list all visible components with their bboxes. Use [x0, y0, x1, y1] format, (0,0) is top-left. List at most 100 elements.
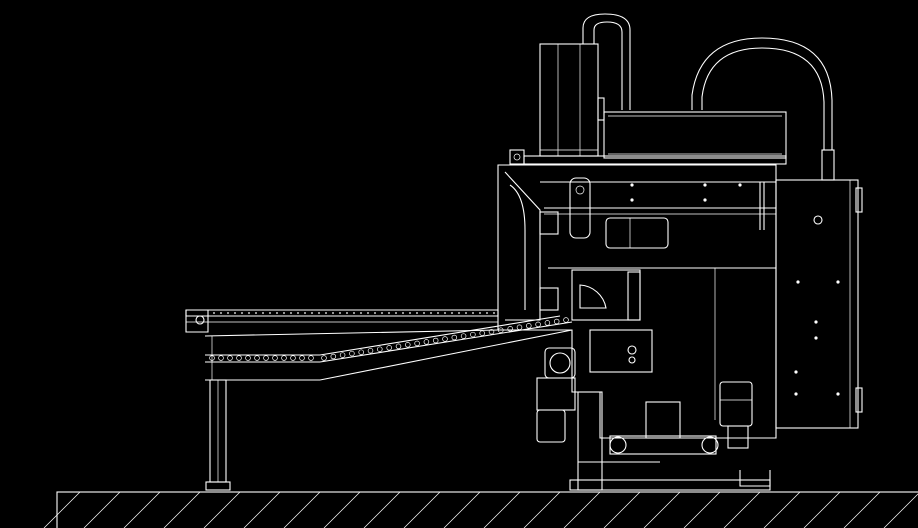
roller	[236, 355, 242, 361]
conveyor-dot	[262, 312, 264, 314]
conveyor-dot	[444, 312, 446, 314]
conveyor-dot	[297, 312, 299, 314]
conveyor-dot	[374, 312, 376, 314]
roller	[245, 355, 251, 361]
roller	[451, 334, 458, 341]
roller	[516, 324, 523, 331]
conveyor-dot	[353, 312, 355, 314]
lower-gearmotor	[719, 381, 753, 449]
roller	[535, 321, 541, 328]
roller	[507, 326, 513, 332]
roller	[254, 355, 260, 361]
roller	[479, 330, 485, 336]
conveyor-dot	[255, 312, 257, 314]
conveyor-side-rail	[204, 329, 499, 380]
ground-hatch-icon	[43, 491, 918, 528]
conveyor-dot	[395, 312, 397, 314]
conveyor-dot	[465, 312, 467, 314]
roller	[367, 347, 374, 354]
conveyor-dot	[402, 312, 404, 314]
roller	[488, 328, 495, 335]
conveyor-dot	[416, 312, 418, 314]
conveyor-dot	[325, 312, 327, 314]
roller	[553, 318, 560, 325]
roller	[405, 342, 411, 348]
roller	[349, 350, 355, 357]
conveyor-dot	[220, 312, 222, 314]
conveyor-dot	[360, 312, 362, 314]
frame-bolts	[630, 183, 742, 202]
roller	[339, 352, 346, 358]
conveyor-dot	[332, 312, 334, 314]
conveyor-dot	[423, 312, 425, 314]
vertical-rod	[759, 182, 765, 230]
conveyor-dot	[311, 312, 313, 314]
conveyor-dot	[234, 312, 236, 314]
roller	[308, 355, 314, 361]
cutting-head	[571, 269, 653, 373]
conveyor-dot	[213, 312, 215, 314]
conveyor-dot	[472, 312, 474, 314]
conveyor-dot	[486, 312, 488, 314]
roller	[470, 331, 476, 338]
conveyor-dot	[479, 312, 481, 314]
conveyor-dot	[388, 312, 390, 314]
conveyor-dot	[451, 312, 453, 314]
gearmotor-icon	[536, 347, 576, 443]
conveyor-dot	[304, 312, 306, 314]
support-leg	[205, 379, 231, 491]
cable-hose-large	[691, 37, 835, 181]
roller	[227, 355, 233, 361]
top-motor-housing	[539, 43, 605, 157]
roller	[563, 317, 569, 323]
roller-icon	[209, 312, 569, 361]
roller	[386, 345, 392, 351]
conveyor-dot	[437, 312, 439, 314]
conveyor-dot	[283, 312, 285, 314]
roller	[272, 355, 278, 361]
roller	[299, 355, 305, 361]
conveyor-dot	[227, 312, 229, 314]
roller	[442, 336, 448, 342]
conveyor-dot	[241, 312, 243, 314]
conveyor-dot	[339, 312, 341, 314]
conveyor-dot	[409, 312, 411, 314]
roller	[263, 355, 269, 361]
conveyor-dot	[318, 312, 320, 314]
inspection-window	[605, 217, 669, 249]
roller	[526, 323, 532, 329]
roller	[330, 353, 337, 360]
conveyor-dot	[430, 312, 432, 314]
conveyor-dot	[290, 312, 292, 314]
roller	[544, 320, 551, 326]
conveyor-dot	[381, 312, 383, 314]
roller	[423, 339, 430, 345]
top-plate	[509, 149, 787, 165]
roller	[321, 355, 327, 361]
top-right-cabinet	[603, 111, 787, 159]
roller	[377, 346, 383, 352]
conveyor-dot	[493, 312, 495, 314]
conveyor-frame	[185, 309, 573, 381]
roller	[498, 327, 504, 333]
roller	[414, 340, 420, 347]
roller	[395, 343, 402, 350]
roller	[460, 333, 467, 339]
conveyor-dot	[367, 312, 369, 314]
electrical-cabinet	[775, 179, 863, 429]
hinge-arm	[569, 177, 591, 239]
lower-base	[569, 391, 771, 491]
conveyor-dot	[458, 312, 460, 314]
conveyor-dot	[248, 312, 250, 314]
cable-hose-small	[582, 13, 631, 110]
conveyor-dot	[276, 312, 278, 314]
main-frame	[497, 164, 777, 439]
conveyor-dot	[346, 312, 348, 314]
roller	[281, 355, 287, 361]
roller	[432, 337, 439, 344]
roller	[290, 355, 296, 361]
roller	[218, 355, 224, 361]
conveyor-dot	[269, 312, 271, 314]
roller	[358, 349, 364, 355]
